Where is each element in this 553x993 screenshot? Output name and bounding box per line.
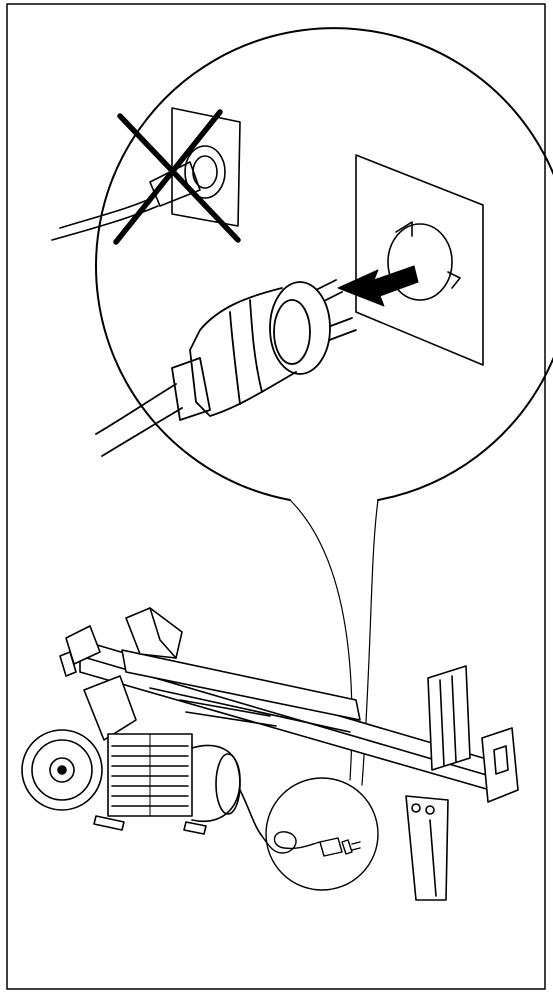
small-plug-icon (261, 777, 379, 891)
correct-socket-icon (355, 154, 484, 366)
power-plug-icon (95, 279, 357, 457)
arrow-left-icon (337, 265, 419, 307)
wrong-socket-icon (51, 107, 241, 241)
page-frame (6, 3, 546, 990)
cross-out-icon (113, 109, 241, 245)
log-splitter-icon (21, 607, 519, 901)
